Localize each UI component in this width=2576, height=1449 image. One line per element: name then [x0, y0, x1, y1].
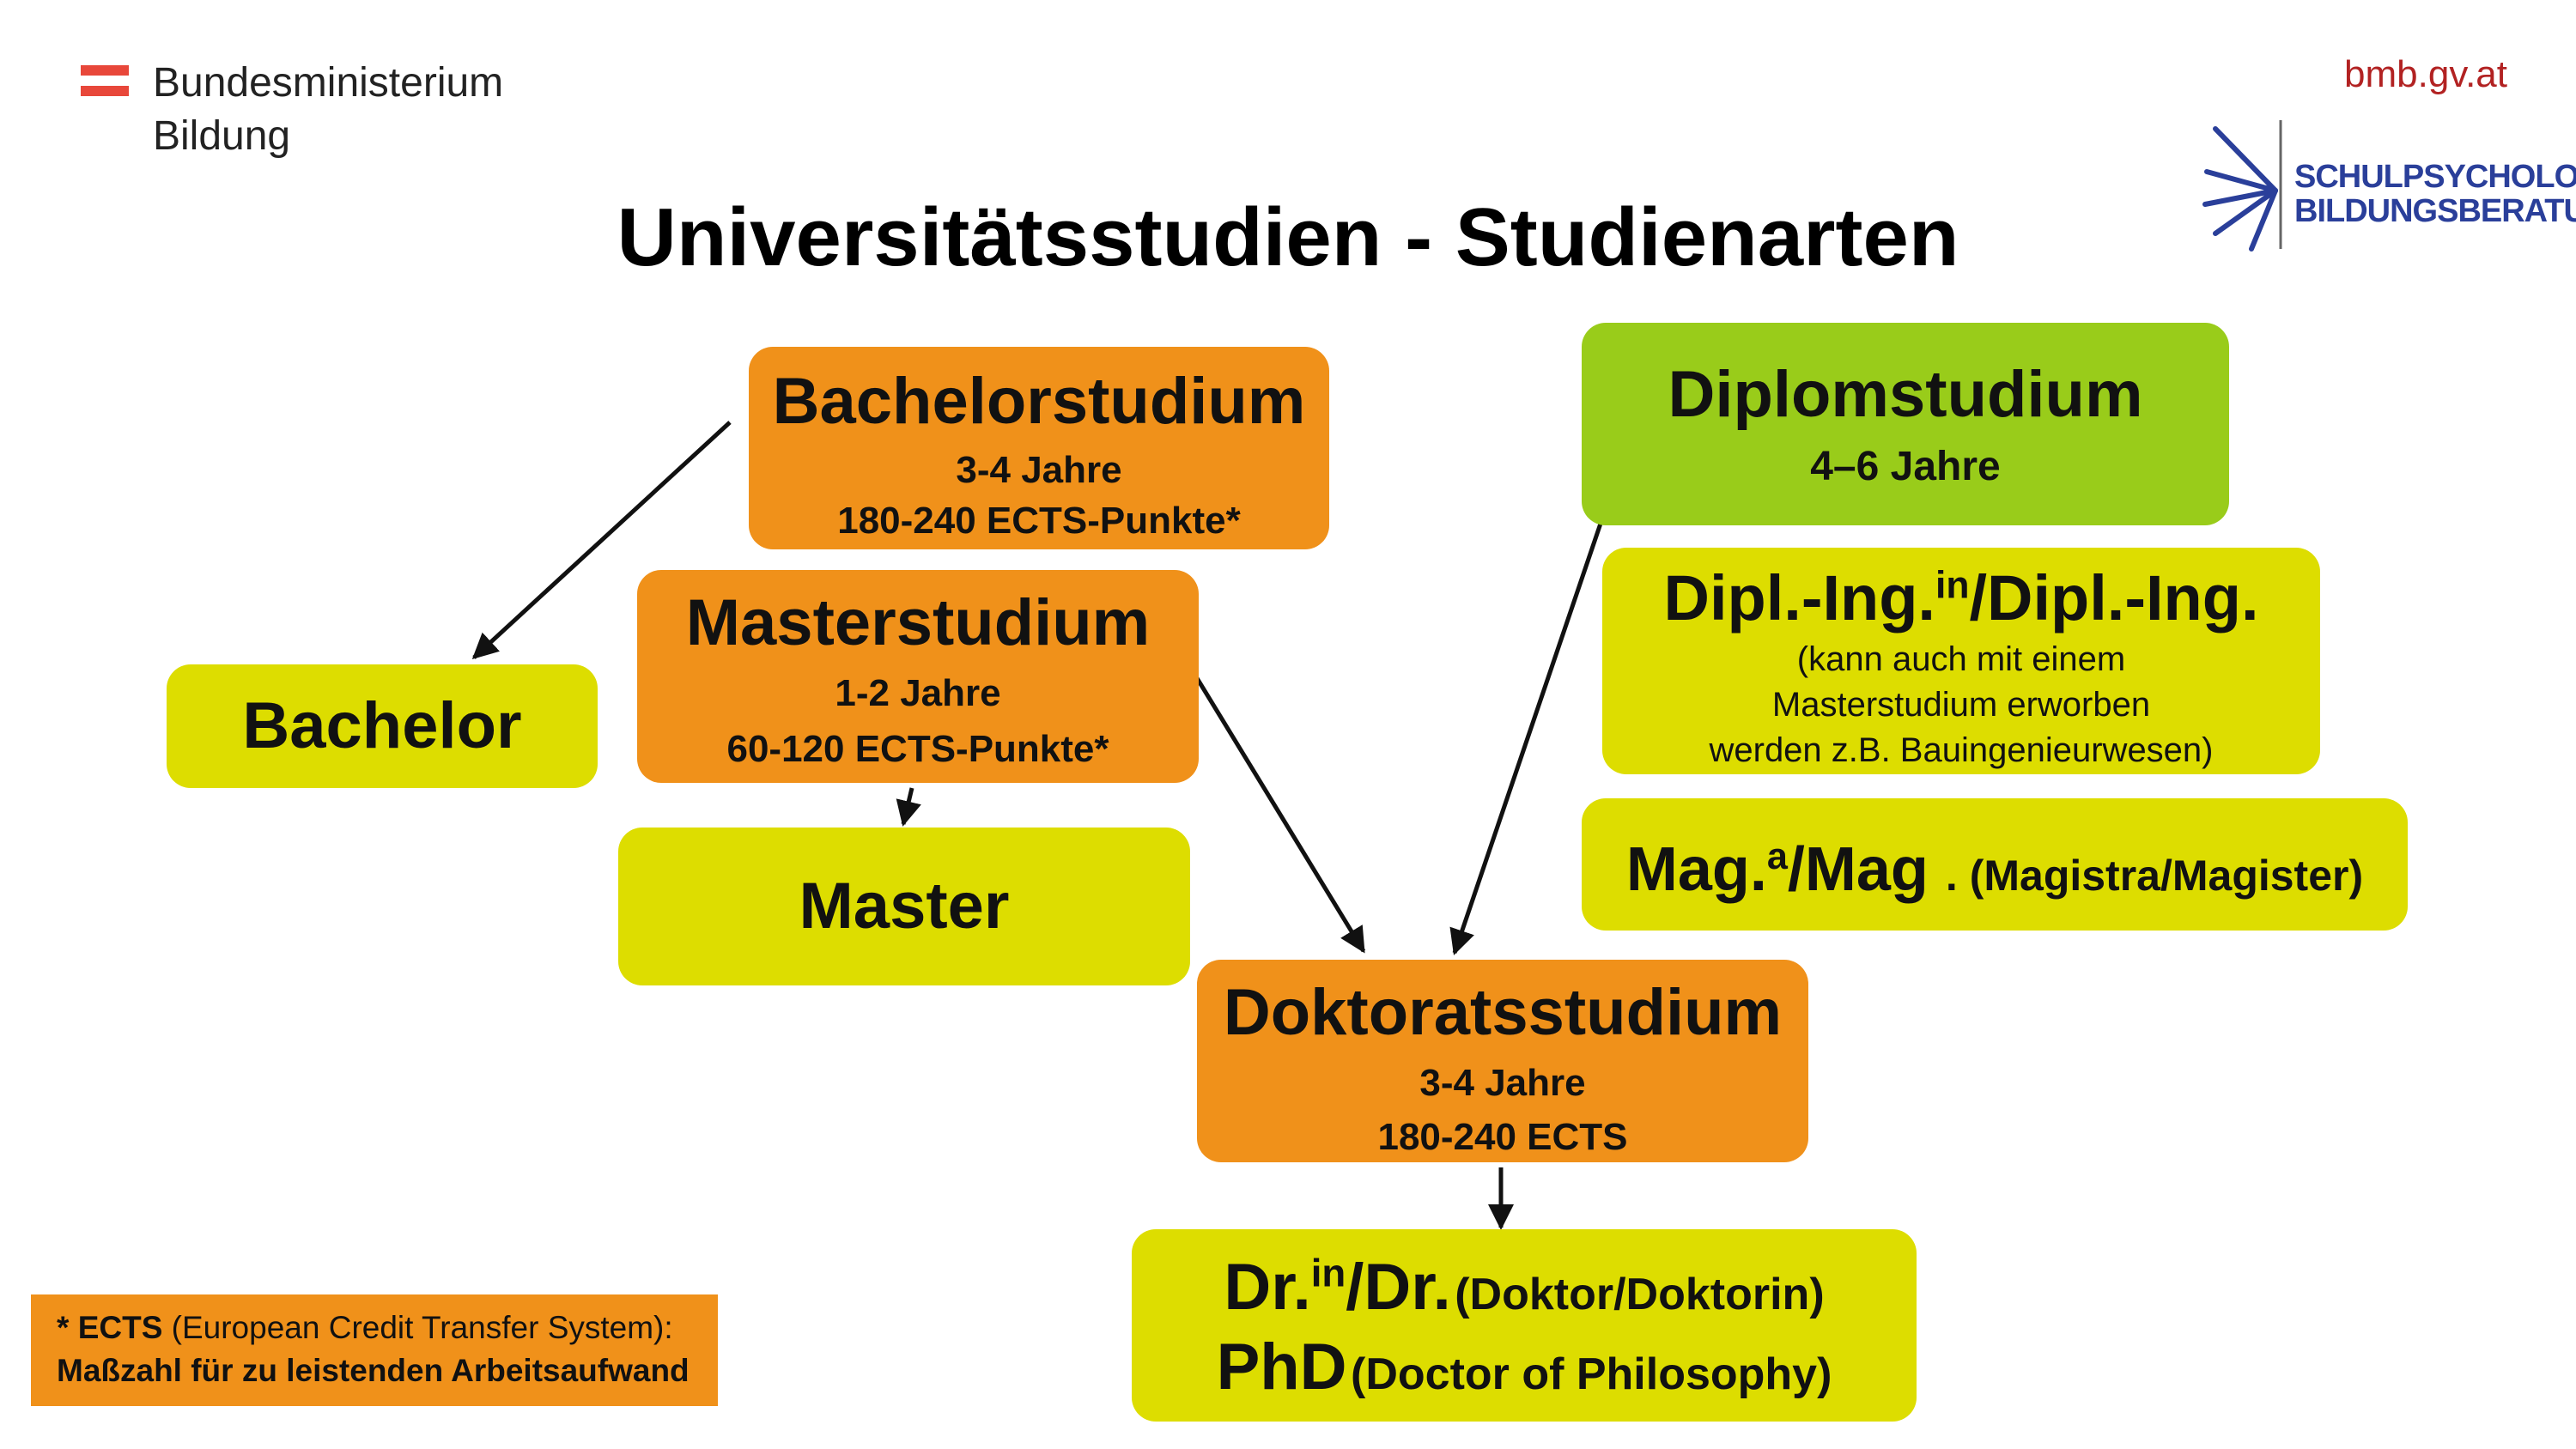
- website-link[interactable]: bmb.gv.at: [2344, 53, 2507, 95]
- bachelor-degree: Bachelor: [242, 689, 522, 762]
- dipl-ing-note-2: Masterstudium erworben: [1771, 686, 2151, 724]
- doktoratsstudium-title: Doktoratsstudium: [1223, 976, 1783, 1049]
- mag-box: Mag.a/Mag . (Magistra/Magister): [1582, 798, 2408, 931]
- mag-note: . (Magistra/Magister): [1945, 852, 2364, 900]
- logo-line1: SCHULPSYCHOLOGIE: [2294, 159, 2576, 195]
- master-degree: Master: [799, 870, 1010, 943]
- footnote-line2: Maßzahl für zu leistenden Arbeitsaufwand: [57, 1353, 690, 1388]
- bachelorstudium-box: Bachelorstudium 3-4 Jahre 180-240 ECTS-P…: [749, 347, 1329, 549]
- doktoratsstudium-duration: 3-4 Jahre: [1419, 1062, 1586, 1104]
- master-degree-box: Master: [618, 828, 1190, 985]
- masterstudium-duration: 1-2 Jahre: [835, 672, 1001, 714]
- arrow-masterstudium-to-master: [896, 787, 921, 827]
- dipl-ing-note-1: (kann auch mit einem: [1796, 640, 2126, 678]
- ects-footnote: * ECTS (European Credit Transfer System)…: [31, 1294, 718, 1406]
- doktoratsstudium-ects: 180-240 ECTS: [1377, 1116, 1628, 1159]
- masterstudium-box: Masterstudium 1-2 Jahre 60-120 ECTS-Punk…: [637, 570, 1199, 783]
- page-title: Universitätsstudien - Studienarten: [617, 191, 1959, 283]
- ministry-line1: Bundesministerium: [153, 60, 504, 106]
- phd-line: PhD (Doctor of Philosophy): [1132, 1330, 1917, 1404]
- ministry-name: Bundesministerium Bildung: [153, 57, 503, 163]
- flag-stripe-top: [81, 65, 129, 76]
- diplomstudium-box: Diplomstudium 4–6 Jahre: [1582, 323, 2229, 525]
- dr-line: Dr.in/Dr. (Doktor/Doktorin): [1132, 1250, 1917, 1325]
- dipl-ing-degree: Dipl.-Ing.in/Dipl.-Ing.: [1663, 562, 2259, 634]
- dr-note: (Doktor/Doktorin): [1455, 1270, 1825, 1319]
- mag-degree: Mag.a/Mag: [1625, 835, 1929, 904]
- footnote-line1: * ECTS (European Credit Transfer System)…: [57, 1310, 673, 1345]
- burst-icon: [2202, 120, 2282, 252]
- doktoratsstudium-box: Doktoratsstudium 3-4 Jahre 180-240 ECTS: [1197, 960, 1808, 1162]
- schulpsychologie-logo: SCHULPSYCHOLOGIE BILDUNGSBERATUNG: [2198, 120, 2576, 258]
- bachelor-degree-box: Bachelor: [167, 664, 598, 788]
- dipl-ing-note-3: werden z.B. Bauingenieurwesen): [1709, 731, 2214, 770]
- phd-note: (Doctor of Philosophy): [1351, 1349, 1832, 1399]
- flag-stripe-bottom: [81, 86, 129, 96]
- arrow-diplom-to-doktorat: [1449, 518, 1605, 955]
- dipl-ing-box: Dipl.-Ing.in/Dipl.-Ing. (kann auch mit e…: [1602, 548, 2320, 774]
- dr-degree-prefix: Dr.: [1224, 1251, 1311, 1324]
- dr-degree-box: Dr.in/Dr. (Doktor/Doktorin) PhD (Doctor …: [1132, 1229, 1917, 1422]
- logo-line2: BILDUNGSBERATUNG: [2294, 193, 2576, 229]
- bachelorstudium-duration: 3-4 Jahre: [956, 449, 1122, 491]
- dr-degree-suffix: /Dr.: [1346, 1251, 1451, 1324]
- ministry-logo: [81, 65, 129, 100]
- bachelorstudium-title: Bachelorstudium: [772, 365, 1306, 438]
- bachelorstudium-ects: 180-240 ECTS-Punkte*: [837, 500, 1241, 543]
- dr-degree-sup: in: [1310, 1251, 1346, 1295]
- diplomstudium-title: Diplomstudium: [1668, 358, 2143, 431]
- diplomstudium-duration: 4–6 Jahre: [1810, 444, 2001, 489]
- arrow-masterstudium-to-doktorat: [1194, 676, 1366, 954]
- phd-degree: PhD: [1216, 1331, 1347, 1404]
- masterstudium-title: Masterstudium: [685, 586, 1151, 659]
- masterstudium-ects: 60-120 ECTS-Punkte*: [726, 728, 1109, 771]
- ministry-line2: Bildung: [153, 113, 291, 159]
